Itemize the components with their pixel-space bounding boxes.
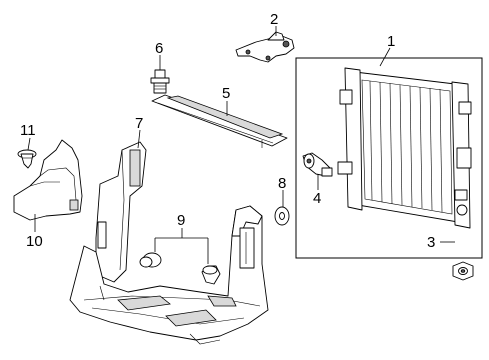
left-side-baffle bbox=[95, 141, 147, 283]
shroud-opening-3 bbox=[207, 295, 237, 307]
leader-lines bbox=[27, 26, 455, 264]
shroud-opening-1 bbox=[117, 295, 171, 311]
callout-1: 1 bbox=[387, 33, 395, 50]
radiator-assembly bbox=[295, 57, 483, 259]
lower-shroud bbox=[69, 205, 269, 345]
callout-5: 5 bbox=[222, 85, 230, 102]
callout-3: 3 bbox=[427, 234, 435, 251]
nut bbox=[452, 261, 474, 281]
push-pin-right bbox=[201, 265, 221, 285]
callout-8: 8 bbox=[278, 175, 286, 192]
push-pin-left bbox=[139, 252, 162, 268]
bolt bbox=[150, 69, 170, 94]
callout-11: 11 bbox=[20, 122, 36, 139]
push-clip bbox=[17, 149, 37, 169]
callout-10: 10 bbox=[26, 233, 43, 250]
upper-baffle bbox=[151, 94, 288, 148]
callout-2: 2 bbox=[270, 11, 278, 28]
radiator-frame-box bbox=[295, 57, 483, 259]
callout-9: 9 bbox=[177, 212, 185, 229]
callout-7: 7 bbox=[135, 115, 143, 132]
upper-bracket bbox=[235, 31, 295, 63]
washer bbox=[274, 206, 290, 226]
callout-6: 6 bbox=[155, 40, 163, 57]
radiator-left-tank bbox=[344, 67, 363, 211]
shroud-opening-2 bbox=[165, 309, 217, 327]
callout-4: 4 bbox=[313, 190, 321, 207]
sensor bbox=[302, 152, 333, 177]
